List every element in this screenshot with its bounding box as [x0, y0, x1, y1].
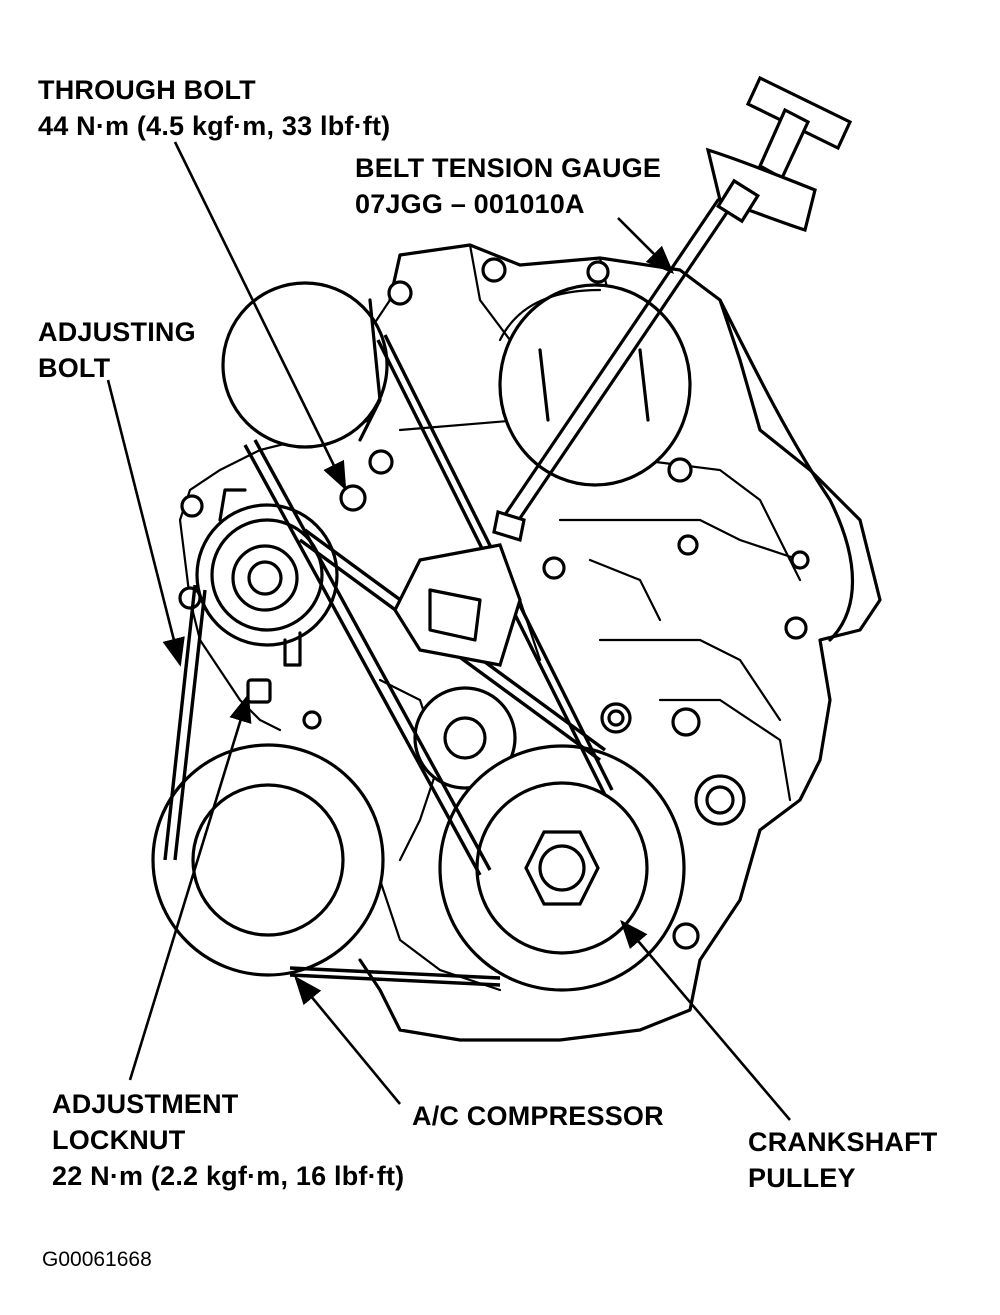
- adjusting-bolt-label: ADJUSTING BOLT: [38, 314, 196, 386]
- ac-compressor-title: A/C COMPRESSOR: [412, 1101, 664, 1131]
- through-bolt-torque: 44 N·m (4.5 kgf·m, 33 lbf·ft): [38, 111, 391, 141]
- adjusting-bolt-line2: BOLT: [38, 353, 111, 383]
- upper-pulley: [221, 281, 389, 449]
- crankshaft-pulley-line1: CRANKSHAFT: [748, 1127, 938, 1157]
- bolt-bosses: [178, 257, 810, 950]
- tensioner-pulley: [195, 488, 339, 704]
- leader-lines: [106, 141, 791, 1121]
- power-steering-pump: [498, 283, 692, 487]
- adjustment-locknut-label: ADJUSTMENT LOCKNUT 22 N·m (2.2 kgf·m, 16…: [52, 1086, 404, 1194]
- adjusting-bolt-line1: ADJUSTING: [38, 317, 196, 347]
- belt-tension-gauge: [393, 75, 853, 667]
- belt-tension-gauge-title: BELT TENSION GAUGE: [355, 153, 662, 183]
- adjustment-locknut-torque: 22 N·m (2.2 kgf·m, 16 lbf·ft): [52, 1161, 405, 1191]
- ac-compressor-pulley: [151, 743, 385, 977]
- through-bolt-title: THROUGH BOLT: [38, 75, 256, 105]
- adjustment-locknut-line1: ADJUSTMENT: [52, 1089, 239, 1119]
- ac-compressor-label: A/C COMPRESSOR: [412, 1098, 664, 1134]
- crankshaft-pulley-label: CRANKSHAFT PULLEY: [748, 1124, 937, 1196]
- through-bolt-label: THROUGH BOLT 44 N·m (4.5 kgf·m, 33 lbf·f…: [38, 72, 390, 144]
- belt-tension-gauge-part-number: 07JGG – 001010A: [355, 189, 585, 219]
- crankshaft-pulley-line2: PULLEY: [748, 1163, 856, 1193]
- figure-id: G00061668: [42, 1248, 152, 1271]
- adjustment-locknut-line2: LOCKNUT: [52, 1125, 186, 1155]
- belt-tension-gauge-label: BELT TENSION GAUGE 07JGG – 001010A: [355, 150, 661, 222]
- idler-pulley: [413, 686, 517, 790]
